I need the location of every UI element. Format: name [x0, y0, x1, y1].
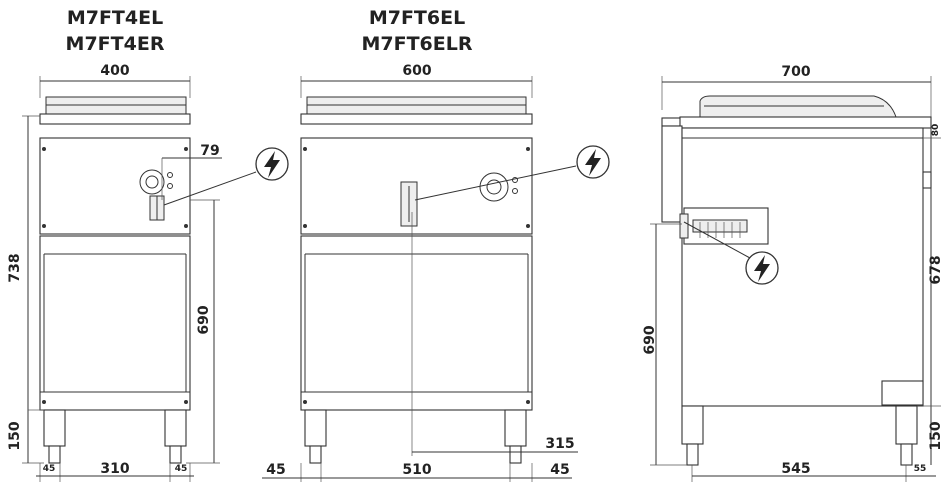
- leg-offset-right-label: 45: [550, 462, 569, 478]
- leg-dimensions: 545 55: [691, 461, 936, 482]
- side-body: [681, 127, 932, 407]
- model-title-2: M7FT4ER: [66, 33, 165, 55]
- electrical-connection-icon: [576, 145, 610, 179]
- cabinet: [39, 235, 191, 411]
- height-total-label: 738: [7, 253, 23, 282]
- appliance-top: [661, 95, 932, 223]
- model-title-1: M7FT4EL: [67, 7, 163, 29]
- height-dimension-body: 690: [642, 223, 687, 466]
- leg-dimensions: 45 510 45: [262, 462, 572, 482]
- legs: [304, 409, 527, 464]
- depth-label: 700: [781, 64, 810, 80]
- left-view: M7FT4EL M7FT4ER 400: [7, 7, 289, 482]
- connection-dimension: 315: [411, 165, 578, 456]
- height-dimension-total: 738 150: [7, 115, 44, 464]
- cabinet: [300, 235, 533, 411]
- height-side-label: 678: [928, 255, 941, 284]
- width-label: 400: [100, 63, 129, 79]
- leg-offset-left-label: 45: [43, 464, 56, 474]
- right-height-dimensions: 80 678 150: [917, 118, 941, 465]
- control-panel: [300, 137, 533, 235]
- electrical-connection-icon: [255, 147, 289, 181]
- width-dimension: 400: [39, 63, 191, 98]
- connection-label: 315: [545, 436, 574, 452]
- height-legs-label: 150: [7, 421, 23, 450]
- model-title-2: M7FT6ELR: [361, 33, 472, 55]
- model-title-1: M7FT6EL: [369, 7, 465, 29]
- electrical-connection-icon: [745, 251, 779, 285]
- height-top-label: 80: [931, 124, 941, 137]
- appliance-top: [39, 96, 191, 125]
- leg-spacing-label: 310: [100, 461, 129, 477]
- connection-label: 79: [200, 143, 219, 159]
- appliance-top: [300, 96, 533, 125]
- drain-outlet: [881, 380, 924, 406]
- leg-spacing-label: 510: [402, 462, 431, 478]
- leg-offset-left-label: 45: [266, 462, 285, 478]
- handle: [922, 171, 932, 189]
- leg-offset-label: 55: [914, 464, 927, 474]
- height-legs-label: 150: [928, 421, 941, 450]
- leg-offset-right-label: 45: [175, 464, 188, 474]
- terminal-strip: [679, 207, 769, 245]
- control-panel: [39, 137, 191, 235]
- depth-dimension: 700: [661, 64, 932, 118]
- legs: [43, 409, 187, 464]
- control-knob: [139, 169, 165, 195]
- height-body-label: 690: [196, 305, 212, 334]
- center-view: M7FT6EL M7FT6ELR 600: [262, 7, 610, 482]
- height-body-label: 690: [642, 325, 658, 354]
- control-knob: [479, 172, 509, 202]
- connection-dimension: 79: [161, 143, 257, 206]
- width-label: 600: [402, 63, 431, 79]
- leg-dimensions: 45 310 45: [36, 461, 194, 482]
- legs: [681, 405, 918, 466]
- side-view: 700: [642, 64, 941, 482]
- leg-spacing-label: 545: [781, 461, 810, 477]
- height-dimension-body: 690: [186, 199, 220, 464]
- width-dimension: 600: [300, 63, 533, 98]
- connection-leader: [683, 221, 751, 259]
